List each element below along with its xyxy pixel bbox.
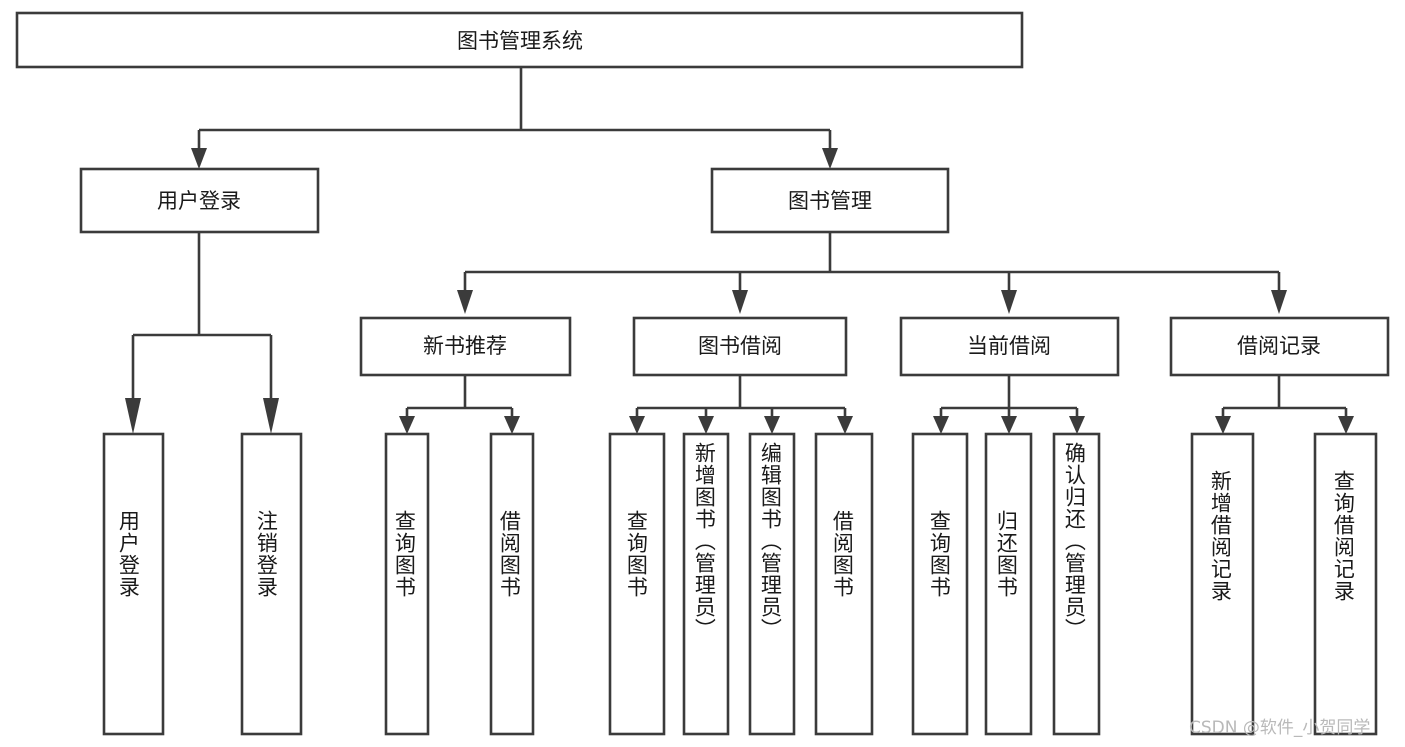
arrow-head-leaf-2 bbox=[263, 398, 279, 434]
node-borrow-record-label: 借阅记录 bbox=[1237, 334, 1321, 358]
connector-group-user-login bbox=[125, 232, 279, 434]
arrow-head-leaf-5 bbox=[629, 416, 645, 434]
node-leaf-2[interactable] bbox=[240, 432, 303, 736]
arrow-head-to-new-book bbox=[457, 290, 473, 314]
arrow-head-to-record bbox=[1271, 290, 1287, 314]
node-root-label: 图书管理系统 bbox=[457, 29, 583, 53]
arrow-head-leaf-3 bbox=[399, 416, 415, 434]
connector-group-current-borrow bbox=[933, 375, 1085, 434]
node-leaf-4[interactable] bbox=[489, 432, 535, 736]
arrow-head-to-borrow bbox=[732, 290, 748, 314]
arrow-head-to-current bbox=[1001, 290, 1017, 314]
connector-group-book-borrow bbox=[629, 375, 853, 434]
node-leaf-13[interactable] bbox=[1313, 432, 1378, 736]
arrow-head-leaf-9 bbox=[933, 416, 949, 434]
csdn-watermark: CSDN @软件_小贺同学 bbox=[1189, 718, 1371, 738]
node-leaf-9[interactable] bbox=[911, 432, 969, 736]
node-new-book-rec[interactable] bbox=[359, 316, 572, 377]
node-leaf-3[interactable] bbox=[384, 432, 430, 736]
node-book-borrow-label: 图书借阅 bbox=[698, 334, 782, 358]
connector-group-new-book-rec bbox=[399, 375, 520, 434]
arrow-head-leaf-12 bbox=[1215, 416, 1231, 434]
node-leaf-8[interactable] bbox=[814, 432, 874, 736]
connector-group-root bbox=[191, 67, 838, 169]
node-leaf-10[interactable] bbox=[984, 432, 1033, 736]
arrow-head-leaf-10 bbox=[1001, 416, 1017, 434]
node-current-borrow-label: 当前借阅 bbox=[967, 334, 1051, 358]
node-book-borrow[interactable] bbox=[632, 316, 848, 377]
node-new-book-rec-label: 新书推荐 bbox=[423, 334, 507, 358]
node-leaf-5[interactable] bbox=[608, 432, 666, 736]
arrow-head-leaf-8 bbox=[837, 416, 853, 434]
arrow-head-leaf-4 bbox=[504, 416, 520, 434]
node-leaf-1[interactable] bbox=[102, 432, 165, 736]
arrow-head-to-user-login bbox=[191, 148, 207, 169]
node-borrow-record[interactable] bbox=[1169, 316, 1390, 377]
node-leaf-6[interactable] bbox=[682, 432, 730, 736]
arrow-head-leaf-11 bbox=[1069, 416, 1085, 434]
node-leaf-12[interactable] bbox=[1190, 432, 1255, 736]
connector-group-borrow-record bbox=[1215, 375, 1354, 434]
arrow-head-leaf-1 bbox=[125, 398, 141, 434]
node-book-manage[interactable] bbox=[710, 167, 950, 234]
arrow-head-leaf-13 bbox=[1338, 416, 1354, 434]
node-user-login[interactable] bbox=[79, 167, 320, 234]
node-leaf-7[interactable] bbox=[748, 432, 796, 736]
arrow-head-to-book-manage bbox=[822, 148, 838, 169]
node-user-login-label: 用户登录 bbox=[157, 189, 241, 213]
node-root[interactable] bbox=[15, 11, 1024, 69]
node-leaf-11[interactable] bbox=[1052, 432, 1101, 736]
node-current-borrow[interactable] bbox=[899, 316, 1120, 377]
arrow-head-leaf-7 bbox=[764, 416, 780, 434]
node-book-manage-label: 图书管理 bbox=[788, 189, 872, 213]
arrow-head-leaf-6 bbox=[698, 416, 714, 434]
connector-group-book-manage bbox=[457, 232, 1287, 314]
